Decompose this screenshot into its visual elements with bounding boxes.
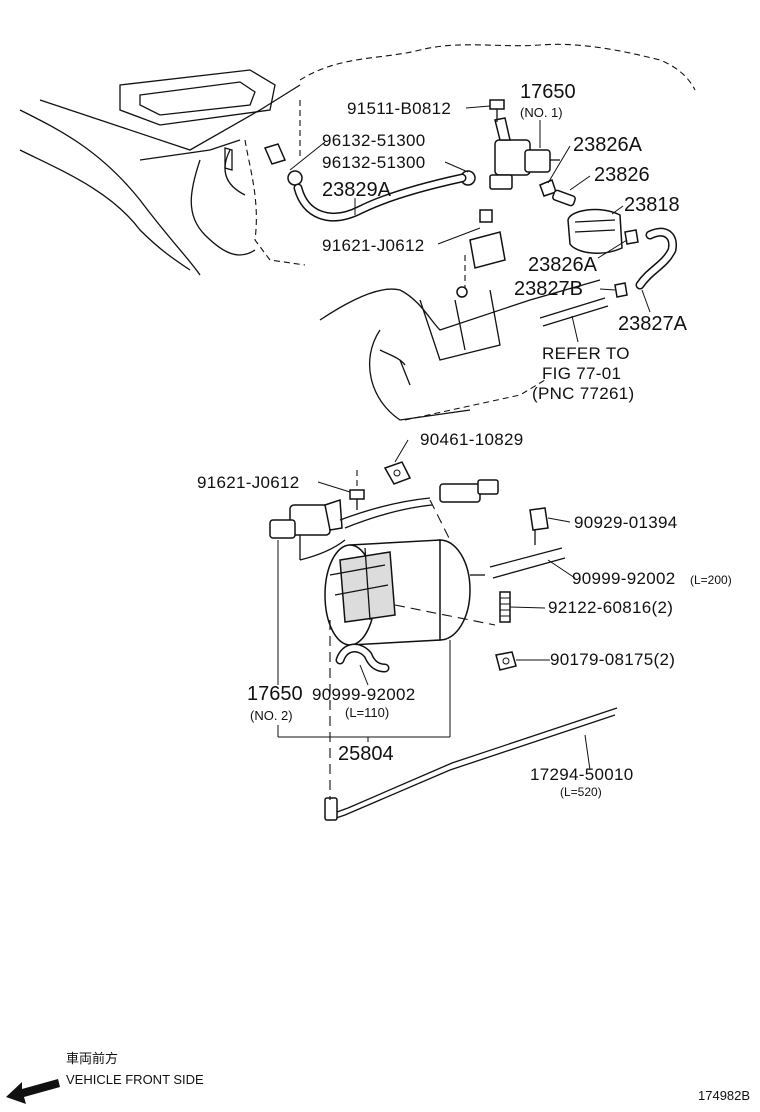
label-90179-08175: 90179-08175(2) bbox=[550, 650, 675, 669]
label-90999-92002-bottom: 90999-92002 bbox=[312, 685, 416, 704]
label-23826a-mid: 23826A bbox=[528, 254, 598, 276]
connector bbox=[439, 479, 499, 503]
label-refer-pnc: (PNC 77261) bbox=[532, 384, 635, 403]
canister-25804 bbox=[324, 539, 485, 646]
bracket-91621-top bbox=[456, 209, 506, 298]
label-23818: 23818 bbox=[624, 194, 680, 216]
label-90999-right-length: (L=200) bbox=[690, 573, 732, 587]
label-17650-no1: 17650 bbox=[520, 81, 576, 103]
label-refer-fig: FIG 77-01 bbox=[542, 364, 621, 383]
label-17650-no2-sub: (NO. 2) bbox=[250, 708, 293, 723]
vsv-no1 bbox=[489, 117, 560, 190]
stud-92122 bbox=[499, 591, 511, 623]
hose-90999-bottom bbox=[335, 643, 390, 673]
label-96132-51300-b: 96132-51300 bbox=[322, 153, 426, 172]
label-17294-length: (L=520) bbox=[560, 785, 602, 799]
sensor-90929 bbox=[529, 507, 549, 545]
label-91511-b0812: 91511-B0812 bbox=[347, 99, 451, 118]
label-refer-to: REFER TO bbox=[542, 344, 630, 363]
label-90461-10829: 90461-10829 bbox=[420, 430, 524, 449]
label-23826a-top: 23826A bbox=[573, 134, 643, 156]
label-91621-j0612-mid: 91621-J0612 bbox=[197, 473, 300, 492]
figure-id: 174982B bbox=[698, 1088, 750, 1103]
label-90999-92002-right: 90999-92002 bbox=[572, 569, 676, 588]
label-17650-no2: 17650 bbox=[247, 683, 303, 705]
alignment-lines bbox=[329, 499, 496, 800]
label-23826: 23826 bbox=[594, 164, 650, 186]
lower-leaders bbox=[277, 439, 591, 771]
label-23827b: 23827B bbox=[514, 278, 583, 300]
pipe-17294 bbox=[324, 707, 618, 821]
engine-outline bbox=[19, 43, 696, 421]
label-25804: 25804 bbox=[338, 743, 394, 765]
front-arrow-icon bbox=[6, 1079, 60, 1104]
label-23829a: 23829A bbox=[322, 179, 392, 201]
hose-23829A bbox=[293, 173, 467, 222]
hose-90999-right bbox=[489, 547, 566, 579]
label-90929-01394: 90929-01394 bbox=[574, 513, 678, 532]
bolt-91511 bbox=[489, 99, 505, 122]
label-96132-51300-a: 96132-51300 bbox=[322, 131, 426, 150]
label-17294-50010: 17294-50010 bbox=[530, 765, 634, 784]
nut-90179 bbox=[495, 651, 517, 671]
vsv-no2 bbox=[269, 498, 343, 560]
hose-23826 bbox=[552, 189, 576, 207]
clamp-23827B bbox=[614, 282, 628, 298]
refer-pipe bbox=[539, 297, 609, 327]
label-23827a: 23827A bbox=[618, 313, 688, 335]
nut-90461 bbox=[383, 461, 412, 485]
bolt-91621-mid bbox=[349, 470, 365, 510]
label-90999-bottom-length: (L=110) bbox=[345, 705, 389, 720]
vacuum-hose bbox=[299, 497, 433, 561]
label-vehicle-front-jp: 車両前方 bbox=[66, 1051, 118, 1066]
label-92122-60816: 92122-60816(2) bbox=[548, 598, 673, 617]
label-vehicle-front-side: VEHICLE FRONT SIDE bbox=[66, 1072, 204, 1087]
clamp-23826A-mid bbox=[624, 229, 639, 245]
hose-23827A bbox=[635, 227, 678, 290]
filter-23818 bbox=[567, 208, 623, 254]
label-91621-j0612-top: 91621-J0612 bbox=[322, 236, 425, 255]
top-leaders bbox=[289, 105, 651, 343]
label-17650-no1-sub: (NO. 1) bbox=[520, 105, 563, 120]
